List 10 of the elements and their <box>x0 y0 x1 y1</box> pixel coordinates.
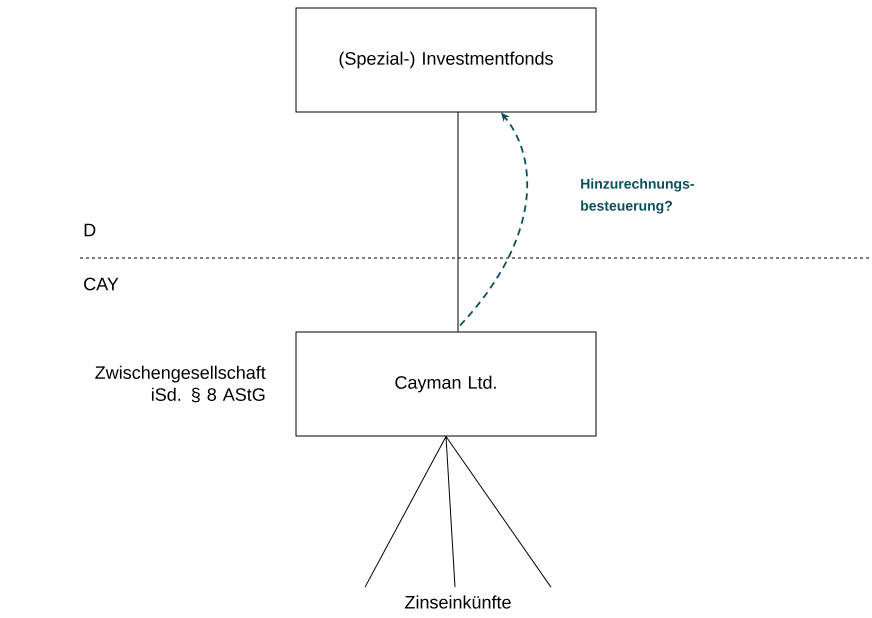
side-note: Zwischengesellschaft iSd. § 8 AStG <box>95 366 266 402</box>
region-label: CAY <box>84 278 118 290</box>
edge-label: Hinzurechnungs- besteuerung? <box>581 178 694 214</box>
connector <box>446 436 552 588</box>
region-label: D <box>84 224 96 236</box>
entity-box: (Spezial-) Investmentfonds <box>296 8 596 112</box>
connector <box>364 436 446 588</box>
entity-box: Cayman Ltd. <box>296 332 596 436</box>
connector <box>446 436 456 588</box>
text-label: Zinseinkünfte <box>405 595 511 609</box>
